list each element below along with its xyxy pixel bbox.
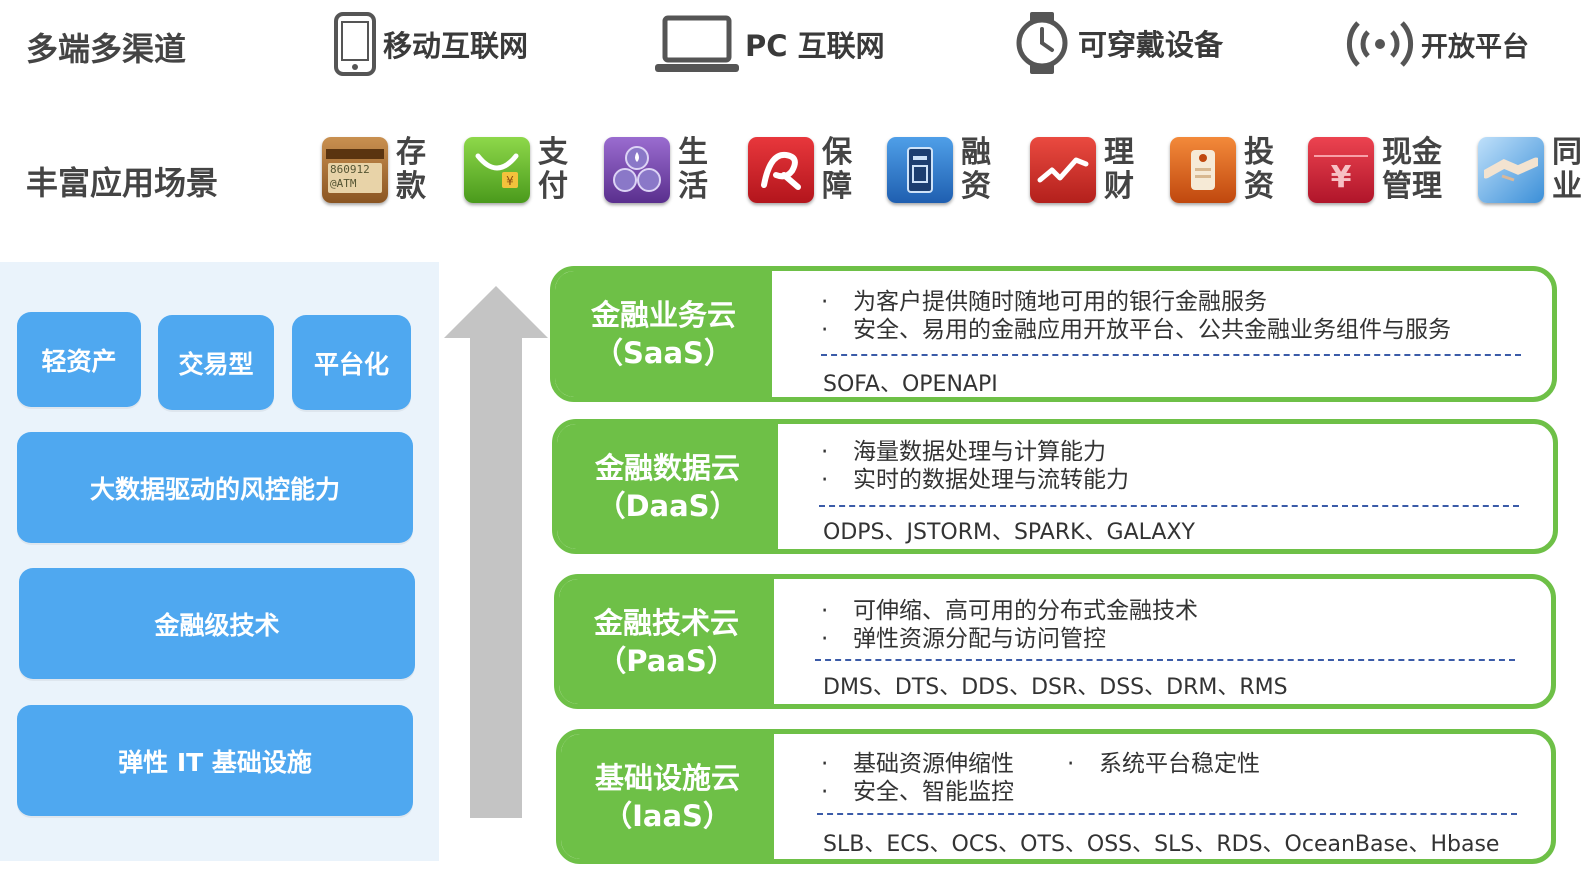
cloud-paas-bullet-1: 可伸缩、高可用的分布式金融技术 (821, 597, 1198, 625)
laptop-icon (655, 14, 739, 74)
scenario-insurance: 保 障 (748, 136, 852, 204)
channel-pc: PC 互联网 (655, 14, 885, 74)
cloud-daas-tech: ODPS、JSTORM、SPARK、GALAXY (823, 520, 1195, 545)
capability-elastic-infra: 弹性 IT 基础设施 (17, 705, 413, 816)
cloud-daas-type: （DaaS） (596, 488, 739, 523)
handshake-icon (1478, 137, 1544, 203)
financing-icon (887, 137, 953, 203)
cash-management-icon: ¥ (1308, 137, 1374, 203)
cloud-daas-bullet-1: 海量数据处理与计算能力 (821, 438, 1106, 466)
scenario-interbank-label: 同 业 (1552, 135, 1581, 204)
up-arrow-icon (444, 286, 548, 818)
channel-wearable-label: 可穿戴设备 (1078, 28, 1224, 62)
channels-title: 多端多渠道 (26, 30, 187, 68)
cloud-saas-type: （SaaS） (594, 336, 733, 370)
scenario-cash-management: ¥ 现金 管理 (1308, 136, 1442, 204)
cloud-iaas-divider (817, 813, 1517, 815)
cloud-saas-tech: SOFA、OPENAPI (823, 372, 998, 397)
cloud-saas-header: 金融业务云 （SaaS） (555, 271, 772, 397)
cloud-iaas-tech: SLB、ECS、OCS、OTS、OSS、SLS、RDS、OceanBase、Hb… (823, 832, 1500, 857)
cloud-paas-tech: DMS、DTS、DDS、DSR、DSS、DRM、RMS (823, 675, 1288, 700)
cloud-iaas-bullet-3: 系统平台稳定性 (1067, 750, 1260, 778)
cloud-saas-bullet-2: 安全、易用的金融应用开放平台、公共金融业务组件与服务 (821, 316, 1451, 344)
channel-wearable: 可穿戴设备 (1012, 10, 1223, 76)
shopping-bag-icon: ¥ (464, 137, 530, 203)
cloud-saas-divider (821, 354, 1521, 356)
scenario-financing: 融 资 (887, 136, 991, 204)
cloud-daas-header: 金融数据云 （DaaS） (557, 424, 778, 549)
wealth-chart-icon (1030, 137, 1096, 203)
scenario-life: 生 活 (604, 136, 708, 204)
smartwatch-icon (1012, 10, 1072, 76)
capability-transactional: 交易型 (158, 315, 274, 410)
scenario-cash-management-label: 现金 管理 (1382, 135, 1442, 204)
cloud-paas-divider (815, 659, 1515, 661)
scenario-interbank: 同 业 (1478, 136, 1581, 204)
cloud-saas: 金融业务云 （SaaS） 为客户提供随时随地可用的银行金融服务 安全、易用的金融… (550, 266, 1557, 402)
cloud-saas-bullet-1: 为客户提供随时随地可用的银行金融服务 (821, 288, 1267, 316)
cloud-paas-type: （PaaS） (597, 643, 736, 678)
cloud-daas-divider (819, 505, 1519, 507)
cloud-paas-bullet-2: 弹性资源分配与访问管控 (821, 625, 1106, 653)
cloud-iaas-type: （IaaS） (603, 798, 732, 833)
insurance-icon (748, 137, 814, 203)
scenario-investment-label: 投 资 (1244, 135, 1274, 204)
channel-open-platform: 开放平台 (1345, 14, 1529, 74)
scenario-deposit-label: 存 款 (396, 135, 426, 204)
svg-text:¥: ¥ (506, 174, 514, 188)
cloud-iaas-bullet-2: 安全、智能监控 (821, 778, 1014, 806)
cloud-paas: 金融技术云 （PaaS） 可伸缩、高可用的分布式金融技术 弹性资源分配与访问管控… (554, 574, 1556, 709)
lifestyle-icon (604, 137, 670, 203)
capability-financial-tech: 金融级技术 (19, 568, 415, 679)
scenario-deposit: 860912 @ATM 存 款 (322, 136, 426, 204)
capability-risk-control: 大数据驱动的风控能力 (17, 432, 413, 543)
cloud-daas-name: 金融数据云 (594, 450, 740, 485)
scenario-financing-label: 融 资 (961, 135, 991, 204)
cloud-daas: 金融数据云 （DaaS） 海量数据处理与计算能力 实时的数据处理与流转能力 OD… (552, 419, 1558, 554)
cloud-paas-name: 金融技术云 (593, 605, 739, 640)
scenario-wealth-label: 理 财 (1104, 135, 1134, 204)
scenario-wealth: 理 财 (1030, 136, 1134, 204)
investment-icon (1170, 137, 1236, 203)
cloud-iaas-bullet-1: 基础资源伸缩性 (821, 750, 1014, 778)
scenario-insurance-label: 保 障 (822, 135, 852, 204)
scenarios-title: 丰富应用场景 (26, 164, 219, 202)
capability-light-asset: 轻资产 (17, 312, 141, 407)
scenario-life-label: 生 活 (678, 135, 708, 204)
atm-card-icon: 860912 @ATM (322, 137, 388, 203)
scenario-payment: ¥ 支 付 (464, 136, 568, 204)
cloud-paas-header: 金融技术云 （PaaS） (559, 579, 774, 704)
scenario-payment-label: 支 付 (538, 135, 568, 204)
channel-mobile: 移动互联网 (333, 12, 528, 76)
channel-pc-label: PC 互联网 (745, 29, 885, 63)
cloud-iaas-header: 基础设施云 （IaaS） (561, 734, 774, 859)
channel-mobile-label: 移动互联网 (383, 29, 529, 63)
cloud-iaas-name: 基础设施云 (594, 760, 740, 795)
broadcast-signal-icon (1345, 14, 1415, 74)
cloud-daas-bullet-2: 实时的数据处理与流转能力 (821, 466, 1129, 494)
cloud-iaas: 基础设施云 （IaaS） 基础资源伸缩性 安全、智能监控 系统平台稳定性 SLB… (556, 729, 1556, 864)
mobile-phone-icon (333, 12, 377, 76)
capability-platform: 平台化 (292, 315, 411, 410)
scenario-investment: 投 资 (1170, 136, 1274, 204)
cloud-saas-name: 金融业务云 (590, 298, 736, 332)
channel-open-platform-label: 开放平台 (1421, 31, 1529, 63)
